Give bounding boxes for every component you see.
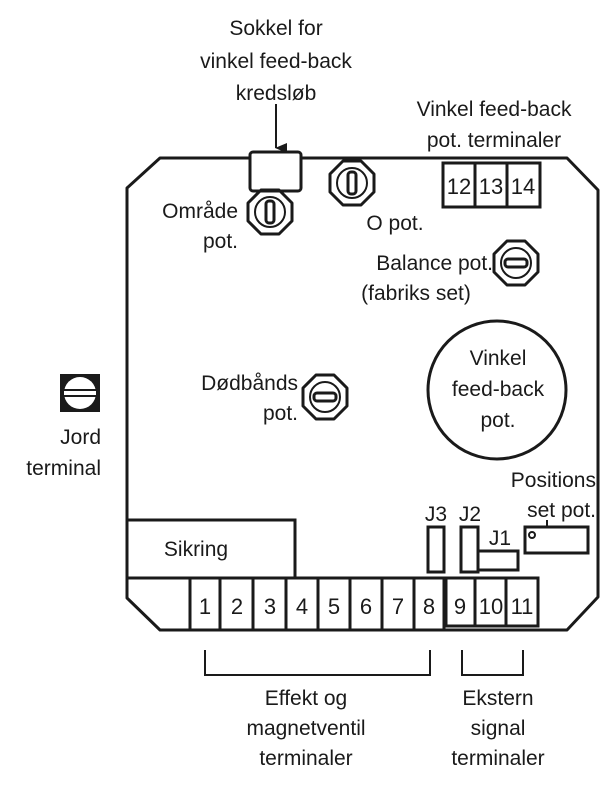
terminal-8[interactable]: 8 bbox=[423, 594, 435, 619]
feedback-pot[interactable] bbox=[426, 319, 568, 461]
j2-label: J2 bbox=[459, 503, 481, 526]
omraade-pot-label-line2: pot. bbox=[203, 230, 238, 253]
jumper-j1[interactable] bbox=[476, 549, 520, 572]
ground-terminal-label-line2: terminal bbox=[26, 457, 101, 480]
feedback-pot-label-line1: Vinkel bbox=[470, 347, 527, 370]
j1-label: J1 bbox=[489, 527, 511, 550]
jumper-j2[interactable] bbox=[459, 525, 480, 574]
power-terminals-bracket bbox=[204, 650, 431, 676]
o-pot-icon[interactable] bbox=[328, 159, 376, 207]
signal-group-label-line1: Ekstern bbox=[462, 687, 533, 710]
signal-group-label-line3: terminaler bbox=[451, 747, 544, 770]
terminal-14[interactable]: 14 bbox=[511, 174, 535, 199]
terminal-1[interactable]: 1 bbox=[199, 594, 211, 619]
positions-set-pot-screw-icon bbox=[528, 531, 536, 539]
balance-pot-icon[interactable] bbox=[492, 239, 540, 287]
doedbaands-pot-icon[interactable] bbox=[301, 373, 349, 421]
signal-terminals-bracket bbox=[461, 650, 524, 676]
feedback-terminals-label-line1: Vinkel feed-back bbox=[417, 98, 572, 121]
terminal-5[interactable]: 5 bbox=[328, 594, 340, 619]
feedback-pot-label-line3: pot. bbox=[480, 409, 515, 432]
terminal-11[interactable]: 11 bbox=[511, 594, 534, 619]
signal-group-label-line2: signal bbox=[471, 717, 526, 740]
feedback-pot-label-line2: feed-back bbox=[452, 378, 545, 401]
power-group-label-line1: Effekt og bbox=[265, 687, 348, 710]
power-terminal-block bbox=[188, 578, 446, 630]
positions-set-pot[interactable] bbox=[523, 525, 590, 555]
terminal-6[interactable]: 6 bbox=[360, 594, 372, 619]
terminal-7[interactable]: 7 bbox=[392, 594, 404, 619]
signal-terminal-block bbox=[444, 576, 540, 628]
omraade-pot-label-line1: Område bbox=[162, 200, 238, 223]
terminal-10[interactable]: 10 bbox=[479, 594, 503, 619]
positions-set-pot-label-line2: set pot. bbox=[527, 499, 596, 522]
feedback-terminal-block bbox=[441, 161, 542, 209]
omraade-pot-icon[interactable] bbox=[246, 188, 294, 236]
balance-pot-label-line1: Balance pot. bbox=[376, 252, 493, 275]
ground-terminal-icon[interactable] bbox=[60, 374, 100, 412]
doedbaands-pot-label-line2: pot. bbox=[263, 402, 298, 425]
doedbaands-pot-label-line1: Dødbånds bbox=[201, 372, 298, 395]
o-pot-label: O pot. bbox=[366, 212, 423, 235]
terminal-3[interactable]: 3 bbox=[264, 594, 276, 619]
socket-label-line2: vinkel feed-back bbox=[200, 50, 352, 73]
terminal-2[interactable]: 2 bbox=[231, 594, 243, 619]
balance-pot-label-line2: (fabriks set) bbox=[361, 282, 471, 305]
ground-terminal-label-line1: Jord bbox=[60, 426, 101, 449]
fuse-label: Sikring bbox=[164, 538, 228, 561]
feedback-socket[interactable] bbox=[248, 150, 303, 193]
feedback-terminals-label-line2: pot. terminaler bbox=[427, 129, 561, 152]
power-group-label-line3: terminaler bbox=[259, 747, 352, 770]
terminal-4[interactable]: 4 bbox=[296, 594, 308, 619]
terminal-12[interactable]: 12 bbox=[447, 174, 471, 199]
power-group-label-line2: magnetventil bbox=[246, 717, 365, 740]
j3-label: J3 bbox=[425, 503, 447, 526]
positions-set-pot-label-line1: Positions bbox=[511, 469, 596, 492]
terminal-9[interactable]: 9 bbox=[454, 594, 466, 619]
socket-label-line3: kredsløb bbox=[236, 82, 317, 105]
jumper-j3[interactable] bbox=[426, 525, 446, 574]
terminal-13[interactable]: 13 bbox=[479, 174, 503, 199]
socket-label-line1: Sokkel for bbox=[229, 17, 322, 40]
